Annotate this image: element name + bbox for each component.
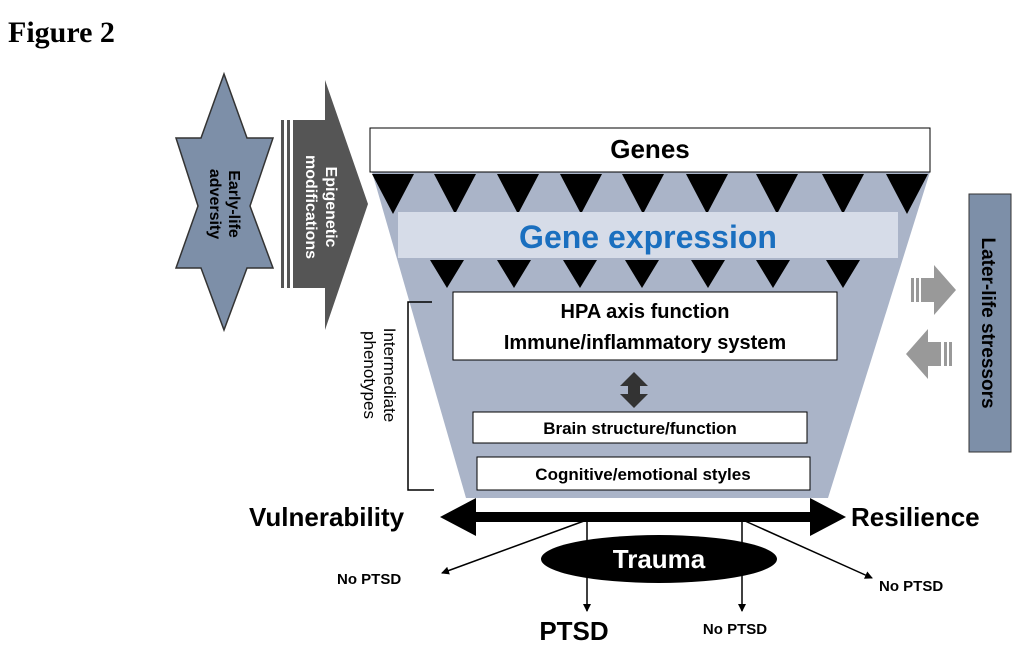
genes-label: Genes <box>610 134 690 164</box>
hpa-line1: HPA axis function <box>561 301 730 323</box>
cognitive-box <box>476 456 811 491</box>
epigenetic-arrow <box>281 80 368 330</box>
early-life-star <box>174 71 275 333</box>
vulnerability-label: Vulnerability <box>249 502 405 532</box>
outcome-arrows <box>441 520 873 612</box>
epigenetic-label: Epigenetic modifications <box>302 155 339 259</box>
gene-triangles-bottom <box>430 260 860 288</box>
stressor-arrow-right-icon <box>911 265 956 315</box>
stressor-arrow-left-icon <box>906 329 952 379</box>
phenotypes-bracket <box>407 301 434 491</box>
intermediate-phenotypes-label: Intermediate phenotypes <box>360 328 399 423</box>
figure-label: Figure 2 <box>8 16 115 49</box>
brain-box <box>472 411 808 444</box>
epigenetic-line2: modifications <box>302 155 319 259</box>
intermediate-line2: phenotypes <box>360 331 379 419</box>
no-ptsd-right-label: No PTSD <box>879 578 943 595</box>
bidirectional-arrow-icon <box>620 372 648 408</box>
gene-triangles-top <box>372 174 928 214</box>
brain-label: Brain structure/function <box>543 419 737 438</box>
hpa-box <box>452 291 838 361</box>
epigenetic-line1: Epigenetic <box>322 167 339 248</box>
cognitive-label: Cognitive/emotional styles <box>535 465 750 484</box>
genes-box <box>369 127 931 173</box>
gene-expression-label: Gene expression <box>519 219 777 255</box>
trauma-ellipse <box>541 535 777 583</box>
later-life-label: Later-life stressors <box>977 237 998 408</box>
resilience-label: Resilience <box>851 502 980 532</box>
gene-expression-band <box>398 212 898 258</box>
no-ptsd-left-label: No PTSD <box>337 571 401 588</box>
early-life-line2: adversity <box>206 169 223 239</box>
no-ptsd-center-label: No PTSD <box>703 621 767 638</box>
later-life-box <box>968 193 1012 453</box>
vulnerability-resilience-arrow <box>440 498 846 536</box>
early-life-label: Early-life adversity <box>206 169 242 239</box>
early-life-line1: Early-life <box>225 170 242 238</box>
intermediate-line1: Intermediate <box>380 328 399 423</box>
trauma-label: Trauma <box>613 544 706 574</box>
ptsd-label: PTSD <box>539 616 608 646</box>
hpa-line2: Immune/inflammatory system <box>504 332 786 354</box>
